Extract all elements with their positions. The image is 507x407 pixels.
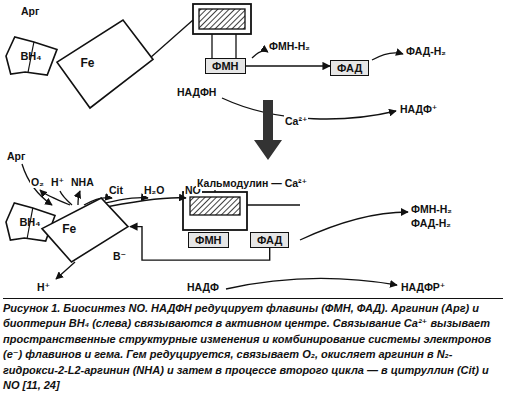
electron-flow-arrow [246,65,331,66]
chem-label: ФАД-Н₂ [405,45,447,57]
chem-label: НАДФ [186,281,220,293]
flavin-box: ФАД [250,232,289,248]
chem-label: ФМН-Н₂ [410,203,453,215]
biopterin-shape: BH₄ [2,34,60,78]
chem-label: ФАД-Н₂ [410,217,452,229]
node-text: ФАД [257,234,282,246]
chem-label: H⁺ [50,176,65,188]
node-text: ФАД [337,62,362,74]
flavin-box: ФМН [188,232,229,248]
node-text: BH₄ [20,50,41,62]
heme-plane: Fe [55,18,155,110]
chem-label: O₂ [30,176,45,188]
node-text: BH₄ [19,216,40,228]
chem-label: НАДФР⁺ [400,281,446,293]
chem-label: Арг [6,150,26,162]
node-text: Fe [80,57,94,70]
chem-label: Арг [20,5,40,17]
chem-label: НАДФН [176,86,217,98]
chem-label: НАДФ⁺ [399,103,438,115]
chem-label: ФМН-Н₂ [268,40,311,52]
chem-label: H₂O [143,184,165,196]
chem-label: Ca²⁺ [284,115,308,127]
figure-caption: Рисунок 1. Биосинтез NO. НАДФН редуцируе… [3,298,503,393]
chem-label: Cit [108,184,124,196]
electron-flow-arrow [130,227,270,261]
chem-label: H⁺ [36,281,51,293]
node-text: Fe [62,223,76,236]
flavin-box: ФАД [330,60,369,76]
shape-outline [55,18,155,110]
chem-label: B⁻ [112,250,127,262]
node-text: ФМН [212,60,239,72]
chem-label: NHA [70,176,95,188]
chem-label: Кальмодулин — Ca²⁺ [196,177,308,189]
flavin-box: ФМН [205,58,246,74]
node-text: ФМН [195,234,222,246]
